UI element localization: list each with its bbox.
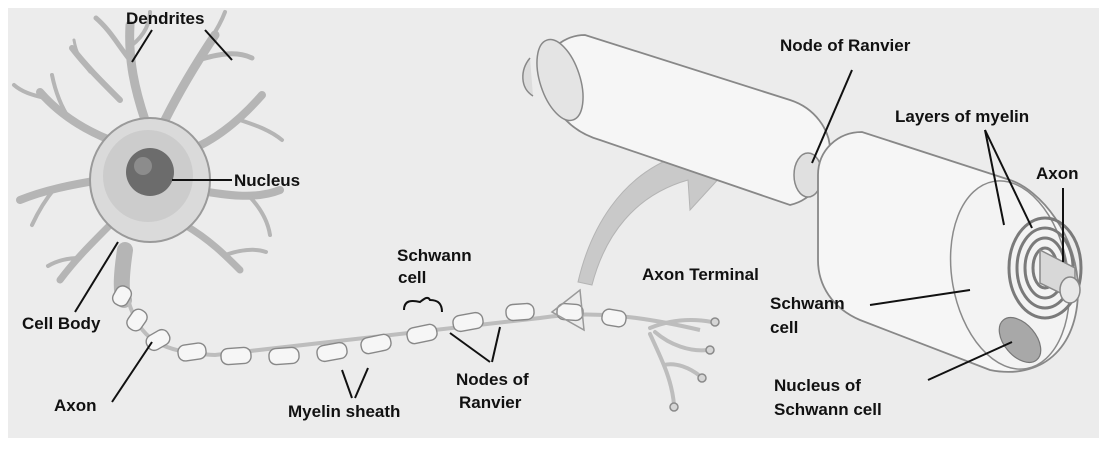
node-of-ranvier-label: Node of Ranvier [780, 36, 910, 56]
schwann-cell-top-label-line1: Schwann [397, 246, 472, 266]
layers-of-myelin-label: Layers of myelin [895, 107, 1029, 127]
nucleus-shape [126, 148, 174, 196]
nucleus-of-schwann-label-line1: Nucleus of [774, 376, 861, 396]
axon-label-left: Axon [54, 396, 97, 416]
dendrites-label: Dendrites [126, 9, 204, 29]
schwann-cell-right-label-line1: Schwann [770, 294, 845, 314]
nodes-of-ranvier-label-line1: Nodes of [456, 370, 529, 390]
myelin-segment [505, 303, 534, 321]
schwann-cell-top-label-line2: cell [398, 268, 426, 288]
axon-terminal-label: Axon Terminal [642, 265, 759, 285]
nodes-of-ranvier-label-line2: Ranvier [459, 393, 521, 413]
myelin-sheath-label: Myelin sheath [288, 402, 400, 422]
nucleus-label: Nucleus [234, 171, 300, 191]
nucleus-of-schwann-label-line2: Schwann cell [774, 400, 882, 420]
myelin-segment [268, 347, 299, 365]
myelin-segment [177, 342, 207, 362]
myelin-segment [220, 347, 251, 365]
cell-body-label: Cell Body [22, 314, 100, 334]
schwann-cell-right-label-line2: cell [770, 318, 798, 338]
axon-label-right: Axon [1036, 164, 1079, 184]
